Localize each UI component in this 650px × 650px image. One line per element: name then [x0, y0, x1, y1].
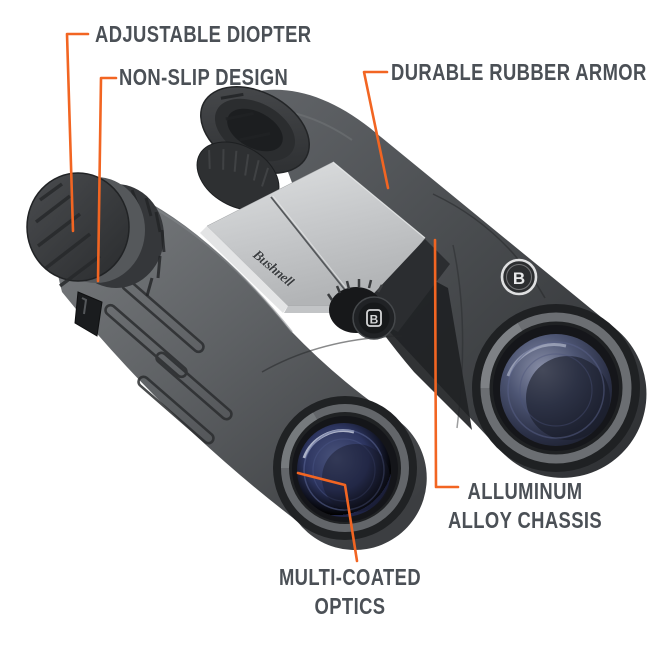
right-diopter-ring: [196, 141, 280, 211]
right-lens-glare: [506, 343, 567, 377]
callout-line-durable-rubber: [362, 70, 390, 190]
callout-label-multi-coated-optics: MULTI-COATED OPTICS: [254, 563, 446, 621]
b-emblem-letter: B: [513, 269, 525, 288]
b-emblem: B: [500, 258, 538, 296]
callout-label-alluminum-alloy-chassis: ALLUMINUM ALLOY CHASSIS: [429, 477, 621, 535]
hinge-seam: [270, 196, 354, 301]
callout-label-durable-rubber-armor: DURABLE RUBBER ARMOR: [391, 59, 647, 85]
callout-label-line: MULTI-COATED: [278, 564, 422, 590]
right-objective: [472, 304, 640, 472]
left-eyecup: [26, 172, 130, 282]
callout-label-line: ALLUMINUM: [467, 478, 583, 504]
callout-label-line: ALLOY CHASSIS: [447, 507, 603, 533]
callout-line-alluminum-chassis: [433, 238, 460, 489]
left-objective-lens: [297, 423, 391, 517]
callout-label-line: OPTICS: [314, 593, 386, 619]
left-objective: [273, 396, 417, 540]
focus-knob: B: [326, 279, 396, 340]
callout-line-adjustable-diopter: [65, 32, 90, 233]
callout-line-non-slip: [96, 76, 118, 283]
focus-knob-knurl: [326, 279, 384, 301]
strap-lug: [74, 291, 103, 337]
callout-label-non-slip-design: NON-SLIP DESIGN: [119, 64, 289, 90]
focus-knob-b-badge: [366, 309, 382, 327]
focus-knob-letter: B: [370, 313, 379, 327]
eyecup-ribs-right: [220, 92, 271, 142]
eyecup-ribs-left: [34, 182, 102, 288]
callout-lines: [65, 32, 460, 563]
callout-line-multicoated-optics: [296, 471, 359, 563]
bridge-chamfer-left: [200, 226, 288, 313]
callout-label-adjustable-diopter: ADJUSTABLE DIOPTER: [95, 21, 312, 47]
